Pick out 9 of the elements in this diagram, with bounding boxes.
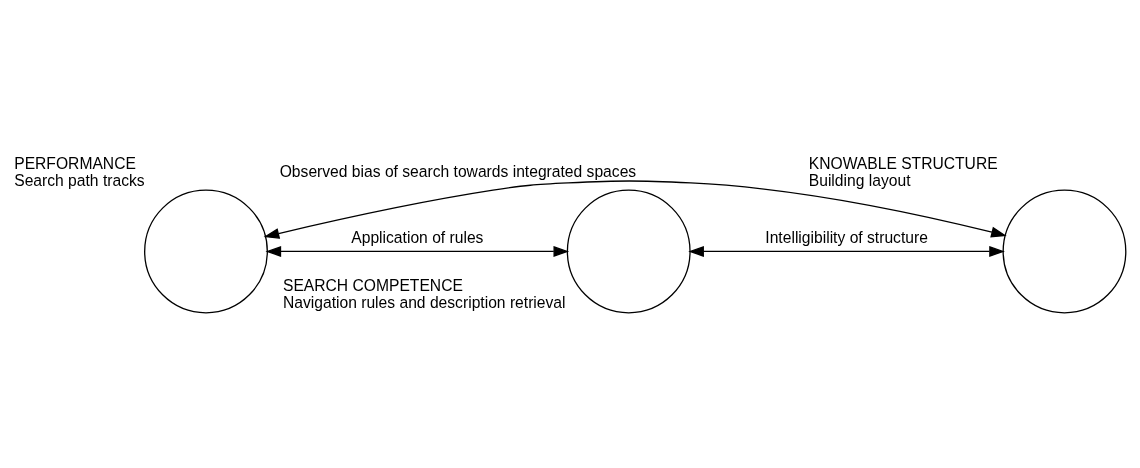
edge-label: Application of rules: [351, 228, 484, 246]
edge-label: Intelligibility of structure: [765, 228, 928, 246]
node-label: Search path tracks: [14, 171, 145, 189]
node-label: Navigation rules and description retrieval: [282, 293, 566, 311]
edge-label: Observed bias of search towards integrated spaces: [279, 162, 637, 180]
node-label: SEARCH COMPETENCE: [282, 276, 463, 294]
node-label: KNOWABLE STRUCTURE: [808, 154, 998, 172]
node-label: PERFORMANCE: [14, 154, 136, 172]
node-label: Building layout: [808, 171, 911, 189]
